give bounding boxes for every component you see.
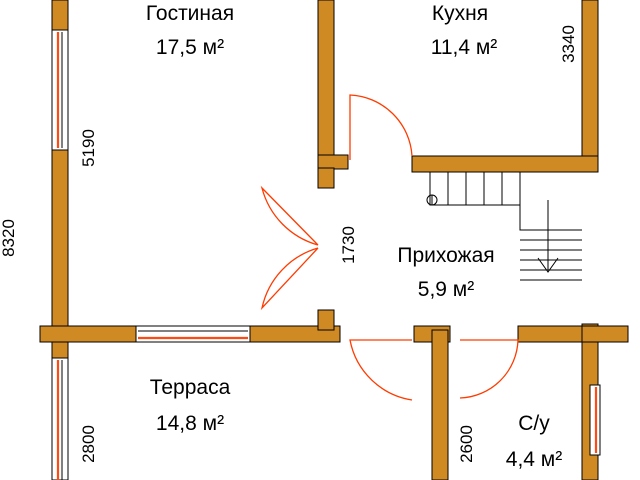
- door-bath-arc: [459, 339, 519, 399]
- door-hall-bottom-arc: [349, 339, 413, 401]
- window-left-lower: [51, 357, 69, 480]
- door-kitchen-arc: [349, 94, 413, 160]
- dimension-bathroom-height: 2600: [457, 425, 476, 463]
- bathroom-area: 4,4 м²: [506, 448, 562, 471]
- wall-living-hall-stub: [317, 154, 349, 170]
- wall-right-exterior: [581, 0, 599, 173]
- wall-terrace-bath: [431, 329, 449, 480]
- wall-right-corner: [581, 325, 629, 343]
- hallway-area: 5,9 м²: [418, 278, 474, 301]
- kitchen-area: 11,4 м²: [431, 36, 498, 59]
- staircase: [426, 172, 582, 281]
- wall-hall-left-stub: [317, 167, 335, 189]
- wall-kitchen-bottom: [411, 155, 599, 173]
- wall-hall-stub-bottom: [317, 309, 335, 331]
- hallway-name: Прихожая: [397, 244, 494, 267]
- dimension-living-room-height: 5190: [79, 129, 98, 167]
- window-left-upper: [51, 29, 69, 151]
- wall-living-terrace: [39, 325, 137, 343]
- terrace-name: Терраса: [150, 376, 231, 399]
- bathroom-name: С/у: [518, 412, 550, 435]
- living-room-name: Гостиная: [146, 2, 234, 25]
- dimension-total-height: 8320: [0, 219, 18, 257]
- door-living-arc: [260, 185, 319, 246]
- dimension-terrace-height: 2800: [79, 425, 98, 463]
- window-terrace-top: [135, 325, 251, 343]
- dimension-kitchen-height: 3340: [559, 25, 578, 63]
- living-room-area: 17,5 м²: [156, 36, 224, 59]
- terrace-area: 14,8 м²: [156, 412, 224, 435]
- kitchen-name: Кухня: [432, 2, 488, 25]
- door-terrace-arc: [260, 247, 319, 311]
- dimension-hallway-width: 1730: [339, 226, 358, 264]
- wall-living-kitchen: [317, 0, 335, 161]
